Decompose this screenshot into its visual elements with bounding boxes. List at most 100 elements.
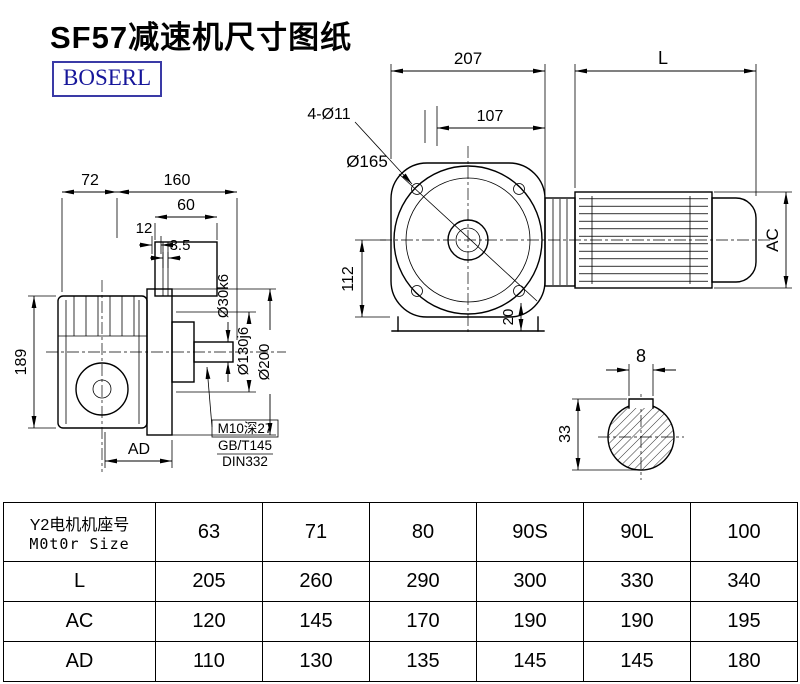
housing-bore-inner	[92, 379, 112, 399]
dim-20-label: 20	[500, 309, 517, 326]
row-label: AC	[3, 601, 156, 642]
note-box	[211, 419, 279, 438]
table-cell-size: 90L	[583, 502, 691, 562]
table-cell: 205	[155, 561, 263, 602]
header-label-cn: Y2电机机座号	[29, 517, 130, 534]
flange-outer-circle	[393, 165, 543, 315]
tapped-hole-note: M10深27 GB/T145 DIN332	[205, 366, 279, 469]
housing-bore-circle	[75, 362, 129, 416]
technical-drawing: 207 L 107 4-Ø11 Ø165 112 20 AC	[13, 48, 792, 480]
table-cell: 120	[155, 601, 263, 642]
dim-72-label: 72	[81, 172, 99, 189]
table-cell: 145	[262, 601, 370, 642]
shaft-bore-inner-circle	[455, 227, 481, 253]
dim-207-label: 207	[454, 49, 482, 68]
dim-189-label: 189	[13, 349, 30, 376]
dim-o200-label: Ø200	[256, 344, 273, 381]
table-cell: 195	[690, 601, 798, 642]
dim-AC-label: AC	[763, 228, 782, 252]
dim-165-label: Ø165	[346, 152, 388, 171]
dim-3-5-label: 3.5	[170, 237, 191, 254]
dim-107-label: 107	[477, 108, 504, 125]
dim-AD: AD	[104, 432, 173, 468]
dim-o130-label: Ø130j6	[235, 327, 252, 375]
table-cell: 145	[583, 641, 691, 682]
dim-107: 107	[424, 106, 545, 146]
row-label: L	[3, 561, 156, 602]
table-cell: 290	[369, 561, 477, 602]
dim-12-label: 12	[136, 220, 153, 237]
table-cell: 130	[262, 641, 370, 682]
dim-spigot-diameter: Ø130j6	[176, 311, 256, 393]
dim-112: 112	[340, 239, 390, 318]
table-cell: 170	[369, 601, 477, 642]
table-cell-size: 90S	[476, 502, 584, 562]
dim-160-label: 160	[164, 172, 191, 189]
table-row-AC: AC 120 145 170 190 190 195	[3, 601, 798, 642]
dim-60-label: 60	[177, 197, 195, 214]
table-cell-size: 80	[369, 502, 477, 562]
dim-33: 33	[557, 398, 639, 471]
table-cell-size: 100	[690, 502, 798, 562]
shaft-section	[598, 394, 684, 480]
dim-12: 12	[136, 220, 174, 254]
note-gb-label: GB/T145	[218, 438, 272, 453]
row-label: AD	[3, 641, 156, 682]
mounting-flange	[146, 288, 173, 436]
bolt-hole	[513, 183, 525, 195]
dim-3-5: 3.5	[150, 237, 190, 268]
bolt-hole	[513, 285, 525, 297]
dim-flange-diameter: Ø200	[172, 288, 276, 436]
table-cell: 330	[583, 561, 691, 602]
table-cell: 260	[262, 561, 370, 602]
shaft-section-circle	[607, 403, 675, 471]
table-header-label: Y2电机机座号 M0t0r Size	[3, 502, 156, 562]
note-din-label: DIN332	[222, 454, 268, 469]
shaft-bore-circle	[447, 219, 489, 261]
dim-AD-label: AD	[128, 441, 150, 458]
dim-60: 60	[154, 197, 218, 240]
dim-20: 20	[500, 303, 524, 331]
table-cell: 300	[476, 561, 584, 602]
dim-L: L	[574, 48, 757, 196]
flange-boss	[154, 241, 218, 297]
motor-size-table: Y2电机机座号 M0t0r Size 63 71 80 90S 90L 100 …	[3, 502, 798, 682]
bolt-hole	[411, 183, 423, 195]
note-m10-label: M10深27	[218, 421, 273, 436]
dim-189: 189	[13, 295, 56, 429]
header-label-en: M0t0r Size	[29, 535, 130, 553]
side-view	[46, 241, 286, 472]
output-shaft	[193, 341, 234, 363]
brand-badge: BOSERL	[52, 61, 163, 97]
dim-L-label: L	[658, 48, 668, 68]
dim-bolt-label: 4-Ø11	[307, 106, 350, 123]
page-title: SF57减速机尺寸图纸	[50, 20, 353, 55]
dim-o30-label: Ø30k6	[215, 274, 232, 318]
table-cell: 135	[369, 641, 477, 682]
dim-AC: AC	[714, 191, 792, 289]
table-cell-size: 71	[262, 502, 370, 562]
table-cell: 340	[690, 561, 798, 602]
dim-165: Ø165	[346, 152, 538, 302]
keyway-slot	[628, 398, 654, 409]
table-cell: 110	[155, 641, 263, 682]
table-cell: 190	[476, 601, 584, 642]
motor-end-cap	[711, 197, 757, 283]
table-cell-size: 63	[155, 502, 263, 562]
table-cell: 190	[583, 601, 691, 642]
dim-shaft-diameter: Ø30k6	[215, 274, 232, 382]
table-row-L: L 205 260 290 300 330 340	[3, 561, 798, 602]
table-cell: 180	[690, 641, 798, 682]
motor-fins	[579, 196, 708, 284]
table-header-row: Y2电机机座号 M0t0r Size 63 71 80 90S 90L 100	[3, 502, 798, 562]
table-row-AD: AD 110 130 135 145 145 180	[3, 641, 798, 682]
bolt-hole	[411, 285, 423, 297]
dim-33-label: 33	[557, 425, 574, 443]
dim-160: 160	[117, 172, 238, 340]
dim-72: 72	[61, 172, 118, 292]
table-cell: 145	[476, 641, 584, 682]
dim-bolt-holes: 4-Ø11	[307, 106, 413, 185]
flange-inner-circle	[405, 177, 531, 303]
dim-8: 8	[606, 346, 676, 396]
dim-8-label: 8	[636, 346, 646, 366]
